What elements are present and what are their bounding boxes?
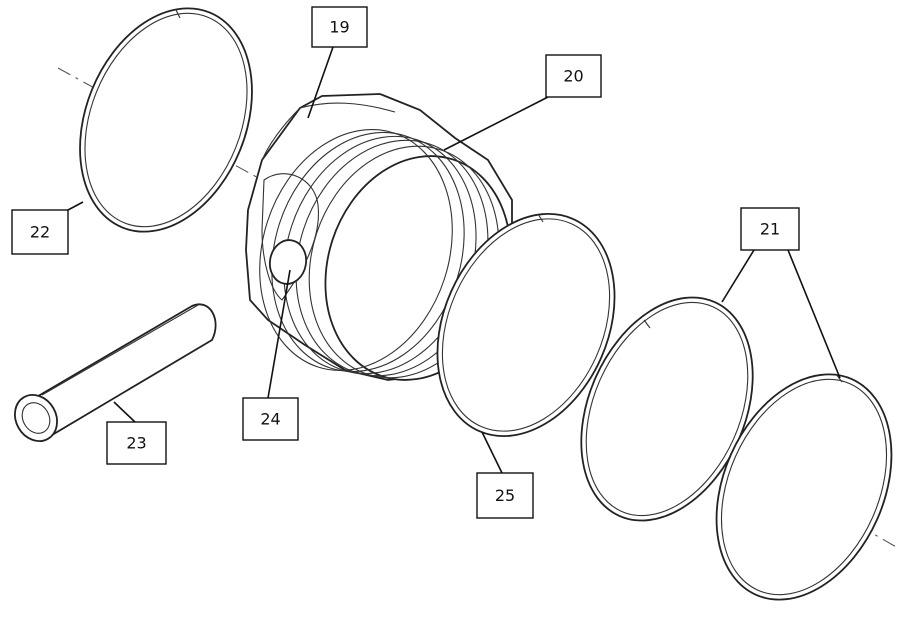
leader-23 <box>113 401 136 423</box>
svg-text:23: 23 <box>126 434 146 453</box>
callout-24: 24 <box>242 397 299 441</box>
callout-23: 23 <box>106 421 167 465</box>
svg-text:19: 19 <box>329 18 349 37</box>
callout-19: 19 <box>311 6 368 48</box>
svg-text:25: 25 <box>495 486 515 505</box>
ring-22 <box>79 7 253 233</box>
leader-22 <box>67 201 84 211</box>
callout-20: 20 <box>545 54 602 98</box>
ring-21-a <box>580 296 754 522</box>
leader-24 <box>267 269 291 399</box>
ring-21-b <box>715 373 893 601</box>
leader-19 <box>307 46 334 119</box>
svg-text:20: 20 <box>563 67 583 86</box>
callout-21: 21 <box>740 207 800 251</box>
svg-text:22: 22 <box>30 223 50 242</box>
leader-21-b <box>787 249 841 379</box>
leader-21-a <box>721 249 755 303</box>
piston-pin-23 <box>14 303 217 442</box>
callout-22: 22 <box>11 209 69 255</box>
svg-text:21: 21 <box>760 220 780 239</box>
callout-25: 25 <box>476 472 534 519</box>
leader-20 <box>443 96 549 151</box>
leader-25 <box>481 431 503 474</box>
ring-25 <box>436 213 616 437</box>
svg-text:24: 24 <box>260 410 280 429</box>
